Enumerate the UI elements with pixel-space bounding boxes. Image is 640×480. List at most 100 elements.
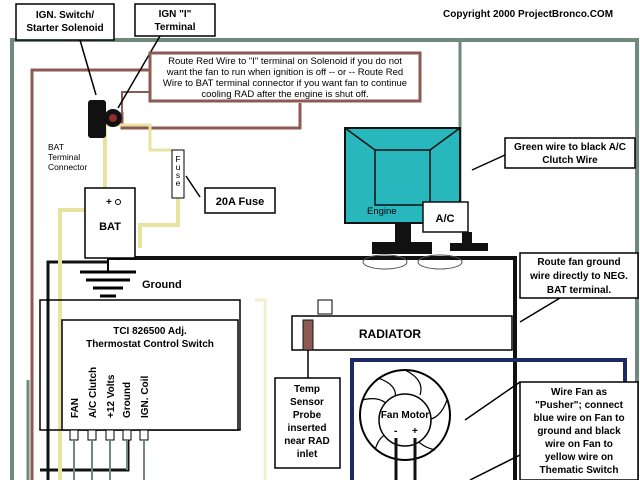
tci-inner-box xyxy=(61,319,239,431)
ign-terminal-box xyxy=(134,3,216,37)
fuse-pointer xyxy=(185,175,201,198)
wire-fan-pointer-2 xyxy=(469,454,521,480)
route-ground-line-2: wire directly to NEG. xyxy=(529,271,628,282)
red-wire-loop xyxy=(30,68,150,480)
route-ground-line-3: BAT terminal. xyxy=(547,285,611,296)
temp-sensor-line-3: Probe xyxy=(293,410,322,421)
engine-pulley xyxy=(372,242,432,254)
engine-label: Engine xyxy=(367,206,397,217)
green-wire-box xyxy=(504,137,636,169)
battery-plus: + xyxy=(106,197,112,208)
temp-sensor-box xyxy=(274,377,341,469)
tci-terminals xyxy=(69,429,149,441)
route-ground-line-1: Route fan ground xyxy=(537,257,620,268)
wire-fan-line-6: yellow wire on xyxy=(545,452,613,463)
tci-pin-fan: FAN xyxy=(70,398,81,418)
fuse-letter-2: u xyxy=(176,162,181,172)
green-wire-pointer xyxy=(471,154,506,171)
ac-shaft xyxy=(462,232,472,244)
red-wire-top xyxy=(121,91,150,112)
ac-box xyxy=(422,201,469,233)
yellow-wire-fuse-top xyxy=(105,123,172,152)
fan-motor-label: Fan Motor xyxy=(381,410,429,421)
temp-sensor-line-6: inlet xyxy=(297,449,318,460)
fan-blade-right xyxy=(417,254,463,270)
bat-connector-line-3: Connector xyxy=(48,162,87,172)
engine-inner xyxy=(374,149,431,206)
tci-title-1: TCI 826500 Adj. xyxy=(113,326,187,337)
ac-clutch xyxy=(450,243,488,251)
green-wire-line-2: Clutch Wire xyxy=(542,155,598,166)
temp-sensor-line-2: Sensor xyxy=(290,397,324,408)
temp-sensor-line-1: Temp xyxy=(294,384,320,395)
tci-title-2: Thermostat Control Switch xyxy=(86,339,214,350)
black-ground-wire xyxy=(108,256,517,480)
fan-plus: + xyxy=(412,426,418,437)
tci-pin-wires xyxy=(73,440,145,480)
wire-fan-box xyxy=(519,381,639,480)
ground-label: Ground xyxy=(142,279,182,291)
fuse-letter-4: e xyxy=(176,178,181,188)
fuse-20a-box xyxy=(204,187,276,214)
green-wire-line-1: Green wire to black A/C xyxy=(514,142,626,153)
ign-terminal-pointer xyxy=(117,35,161,109)
engine-edge-1 xyxy=(344,127,376,151)
route-note-line-3: Wire to BAT terminal connector if you wa… xyxy=(163,78,407,89)
route-ground-pointer xyxy=(519,297,561,323)
tci-pin-ign: IGN. Coil xyxy=(140,376,151,418)
bat-connector-line-2: Terminal xyxy=(48,152,80,162)
wire-fan-line-5: wire on Fan to xyxy=(544,439,613,450)
temp-probe xyxy=(302,319,314,351)
engine-shaft xyxy=(395,222,411,244)
fan-motor-hub xyxy=(378,393,432,447)
red-wire-right xyxy=(120,103,302,130)
temp-sensor-line-4: inserted xyxy=(288,423,327,434)
fuse-body xyxy=(171,149,185,199)
ign-switch-line-1: IGN. Switch/ xyxy=(36,10,95,21)
ac-label: A/C xyxy=(436,213,455,225)
temp-sensor-line-5: near RAD xyxy=(284,436,330,447)
fan-blade-left xyxy=(362,254,408,270)
radiator-box xyxy=(291,315,513,351)
battery-minus: - xyxy=(117,254,120,265)
fuse-letter-1: F xyxy=(175,154,180,164)
route-note-line-2: want the fan to run when ignition is off… xyxy=(166,67,403,78)
black-wire-fan xyxy=(40,430,130,472)
wire-fan-line-7: Thematic Switch xyxy=(540,465,619,476)
radiator-cap xyxy=(317,299,333,315)
bat-connector-line-1: BAT xyxy=(48,142,64,152)
battery-label: BAT xyxy=(99,221,121,233)
engine-edge-2 xyxy=(429,127,461,151)
wire-fan-line-3: blue wire on Fan to xyxy=(533,413,624,424)
ign-terminal-line-2: Terminal xyxy=(155,22,196,33)
route-note-line-4: cooling RAD after the engine is shut off… xyxy=(201,89,368,100)
battery-box xyxy=(84,187,136,259)
route-note-line-1: Route Red Wire to "I" terminal on Soleno… xyxy=(168,56,402,67)
fuse-letter-3: s xyxy=(176,170,180,180)
wire-fan-pointer xyxy=(464,381,521,421)
route-note-box xyxy=(148,51,422,103)
yellow-wire-bat xyxy=(58,125,107,480)
ign-switch-pointer xyxy=(79,39,97,96)
ign-switch-box xyxy=(15,3,115,41)
fan-motor-leads xyxy=(394,438,417,480)
route-ground-box xyxy=(519,252,639,299)
solenoid-terminal-cap xyxy=(109,114,117,122)
yellow-wire-fuse xyxy=(138,190,180,248)
solenoid-body xyxy=(88,100,106,138)
ign-terminal-line-1: IGN "I" xyxy=(159,9,192,20)
copyright-text: Copyright 2000 ProjectBronco.COM xyxy=(443,9,613,20)
fuse-20a-label: 20A Fuse xyxy=(216,196,265,208)
yellow-wire-sensor xyxy=(255,298,267,480)
wire-fan-line-2: "Pusher"; connect xyxy=(535,400,624,411)
tci-pin-ground: Ground xyxy=(122,382,133,418)
ign-switch-line-2: Starter Solenoid xyxy=(26,23,103,34)
fan-minus: - xyxy=(394,426,397,437)
radiator-label: RADIATOR xyxy=(359,327,422,341)
wire-fan-line-4: ground and black xyxy=(537,426,621,437)
tci-pin-ac: A/C Clutch xyxy=(88,367,99,418)
battery-plus-post xyxy=(115,199,121,205)
tci-pin-12v: +12 Volts xyxy=(106,374,117,418)
